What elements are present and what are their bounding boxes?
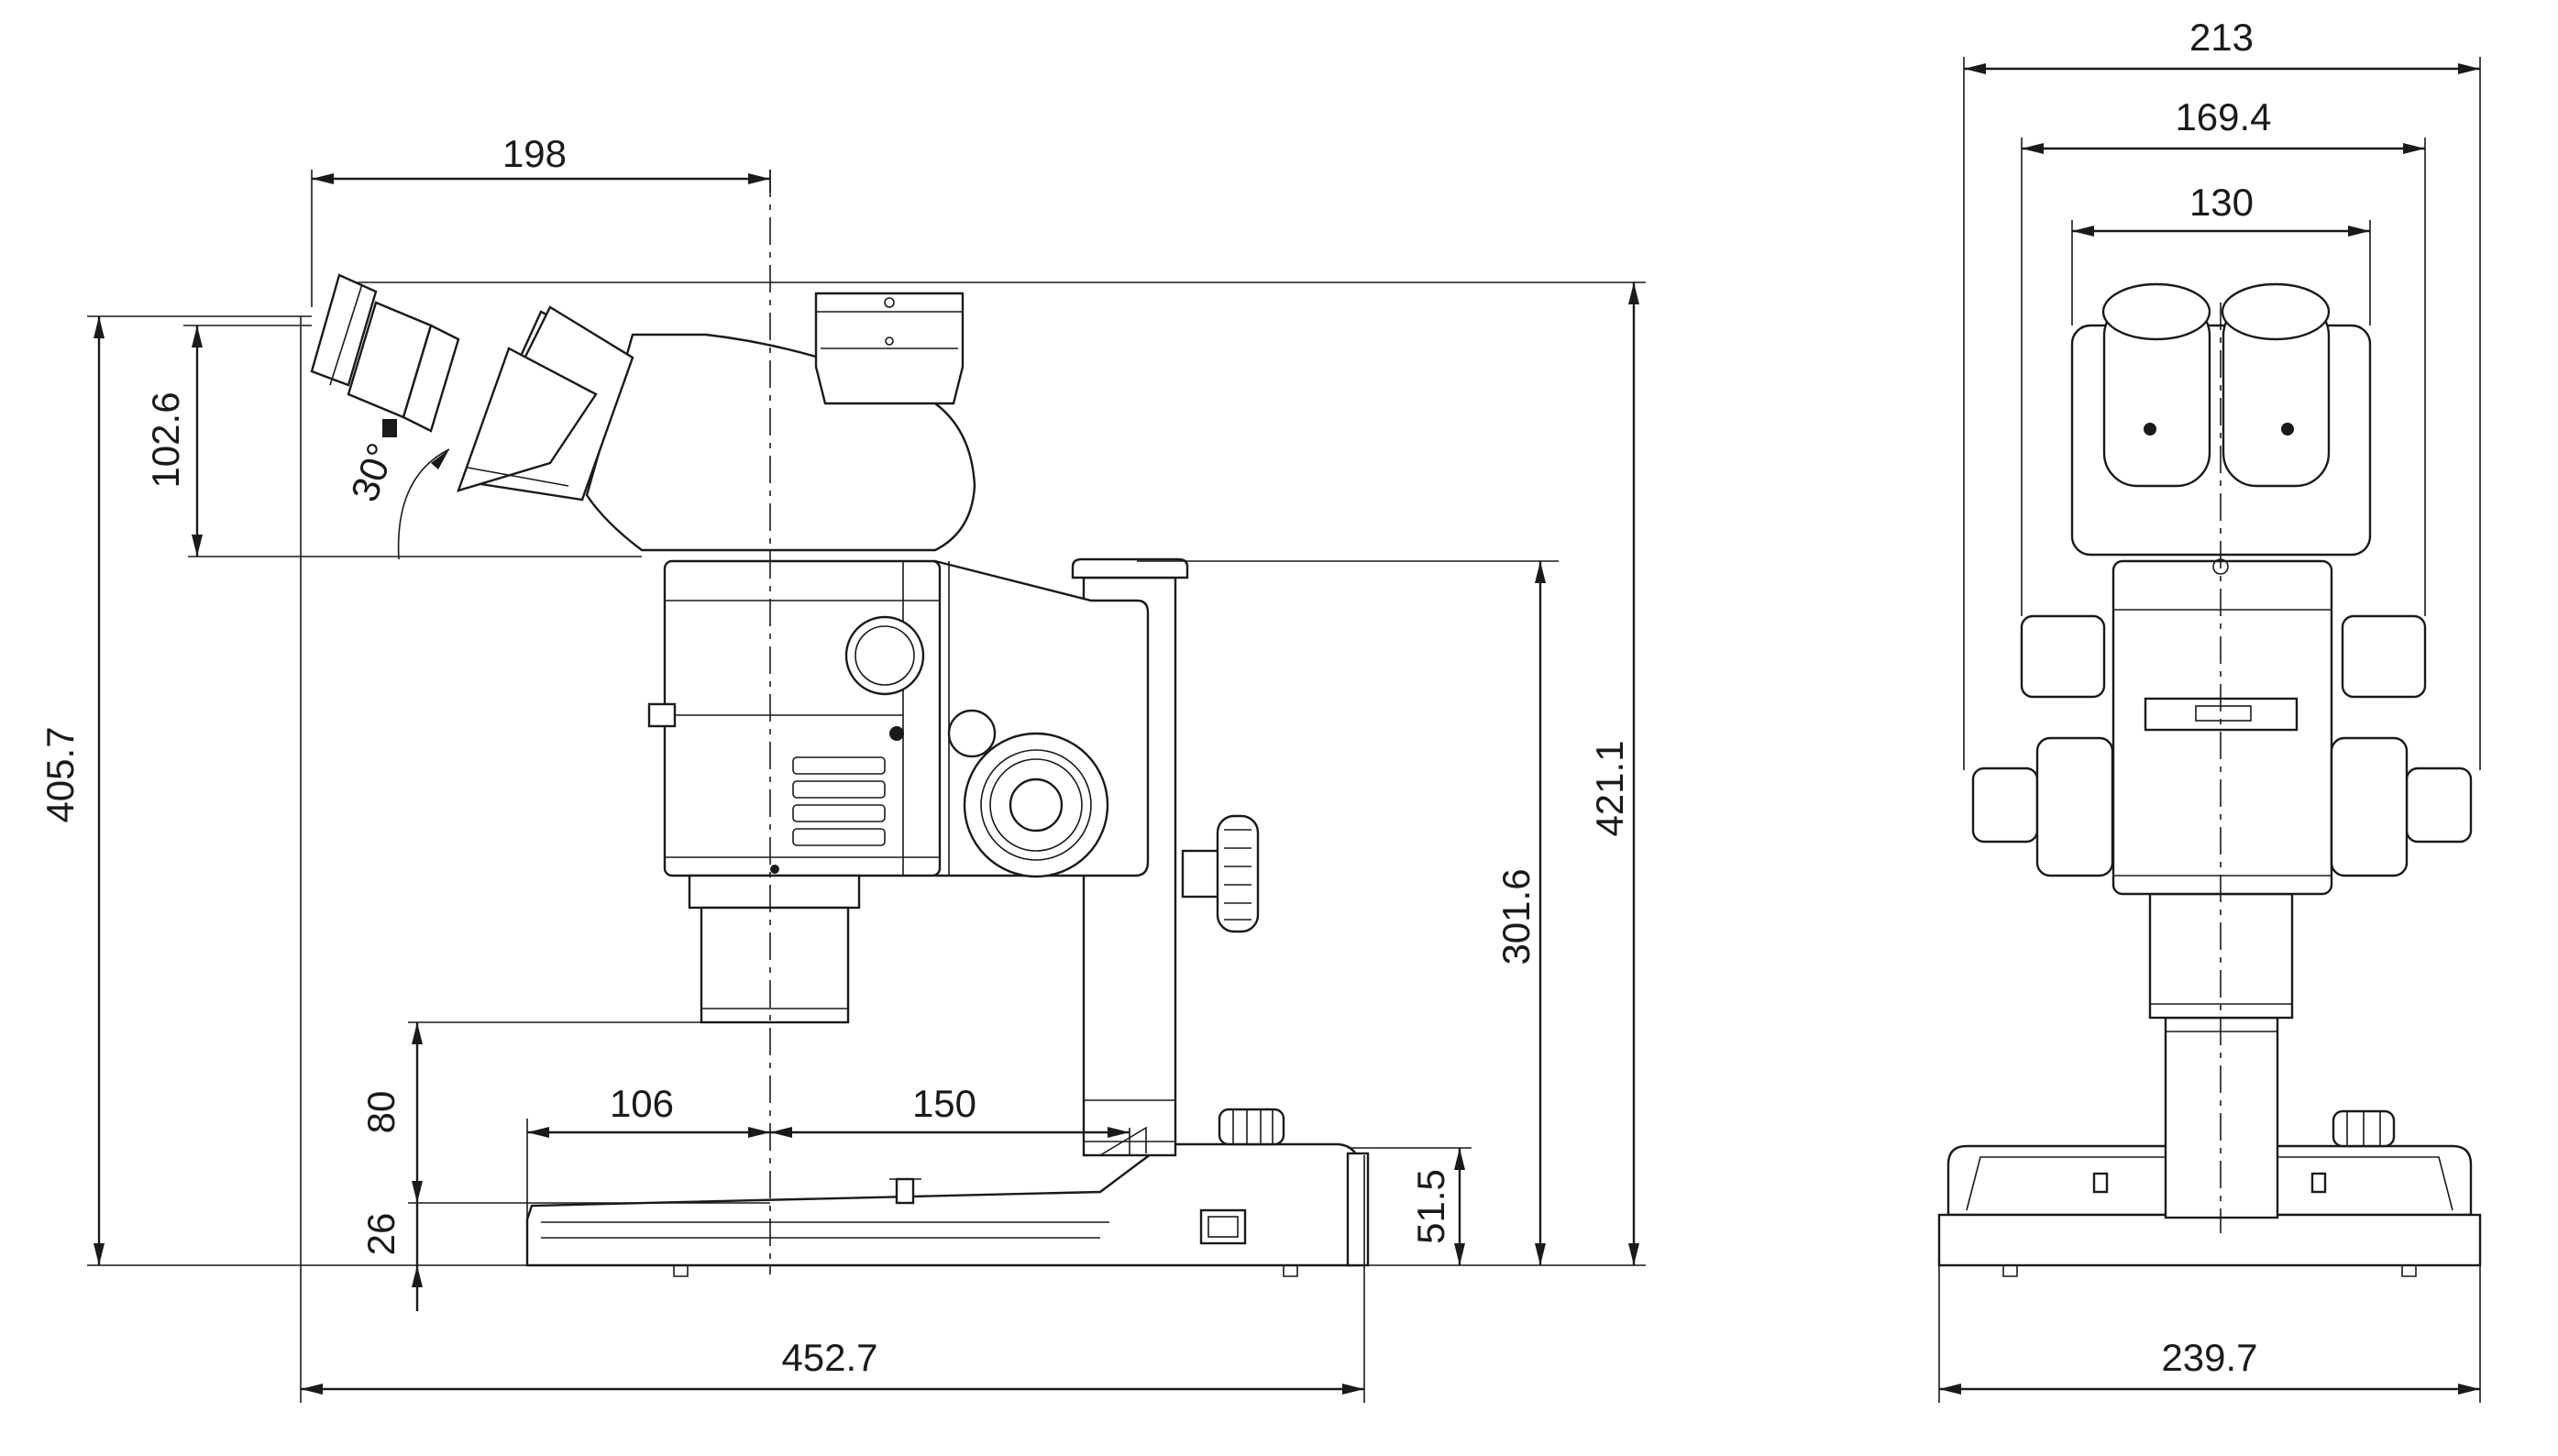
focus-knob	[1181, 814, 1260, 933]
stage-clip-icon	[895, 1177, 915, 1205]
dim-overall-height: 405.7	[39, 726, 82, 822]
dim-zoom-body-height: 301.6	[1494, 868, 1538, 965]
dim-working-height: 80	[359, 1091, 402, 1134]
dim-angle: 30°	[342, 437, 402, 507]
dim-pillar-base-height: 51.5	[1409, 1169, 1452, 1244]
dim-focus-knob-width: 213	[2189, 16, 2254, 59]
dim-head-width: 130	[2189, 181, 2254, 224]
base-plate	[525, 1142, 1370, 1277]
dimension-labels-front: 213 169.4 130 239.7	[2161, 16, 2271, 1379]
dim-base-width: 239.7	[2161, 1336, 2257, 1379]
side-view: 198 405.7 102.6 30° 421.1 301.6 80 26 10…	[39, 132, 1646, 1403]
front-pillar	[2164, 1016, 2279, 1219]
power-switch-icon	[1199, 1208, 1247, 1245]
focus-lock-knob-icon	[1218, 1108, 1285, 1146]
zoom-body	[647, 559, 942, 877]
dim-eyepiece-height: 102.6	[144, 392, 187, 488]
dim-zoom-knob-width: 169.4	[2175, 95, 2271, 138]
front-view: 213 169.4 130 239.7	[1937, 16, 2482, 1403]
zoom-knob-icon	[844, 615, 925, 696]
dimension-lines-front	[1938, 57, 2481, 1403]
dim-base-thickness: 26	[359, 1213, 402, 1256]
front-binocular-head	[2070, 282, 2372, 575]
front-zoom-body	[1971, 559, 2473, 896]
dimension-labels-side: 198 405.7 102.6 30° 421.1 301.6 80 26 10…	[39, 132, 1631, 1379]
objective	[688, 874, 861, 1024]
dim-axis-to-pillar: 150	[912, 1082, 976, 1125]
dim-overall-depth: 452.7	[781, 1336, 877, 1379]
focus-arm	[933, 559, 1150, 878]
dimension-lines-side	[87, 170, 1646, 1403]
dim-front-to-axis: 106	[610, 1082, 674, 1125]
binocular-head	[310, 273, 976, 552]
dim-pillar-height: 421.1	[1588, 740, 1631, 836]
dim-eyepiece-to-axis: 198	[502, 132, 567, 175]
